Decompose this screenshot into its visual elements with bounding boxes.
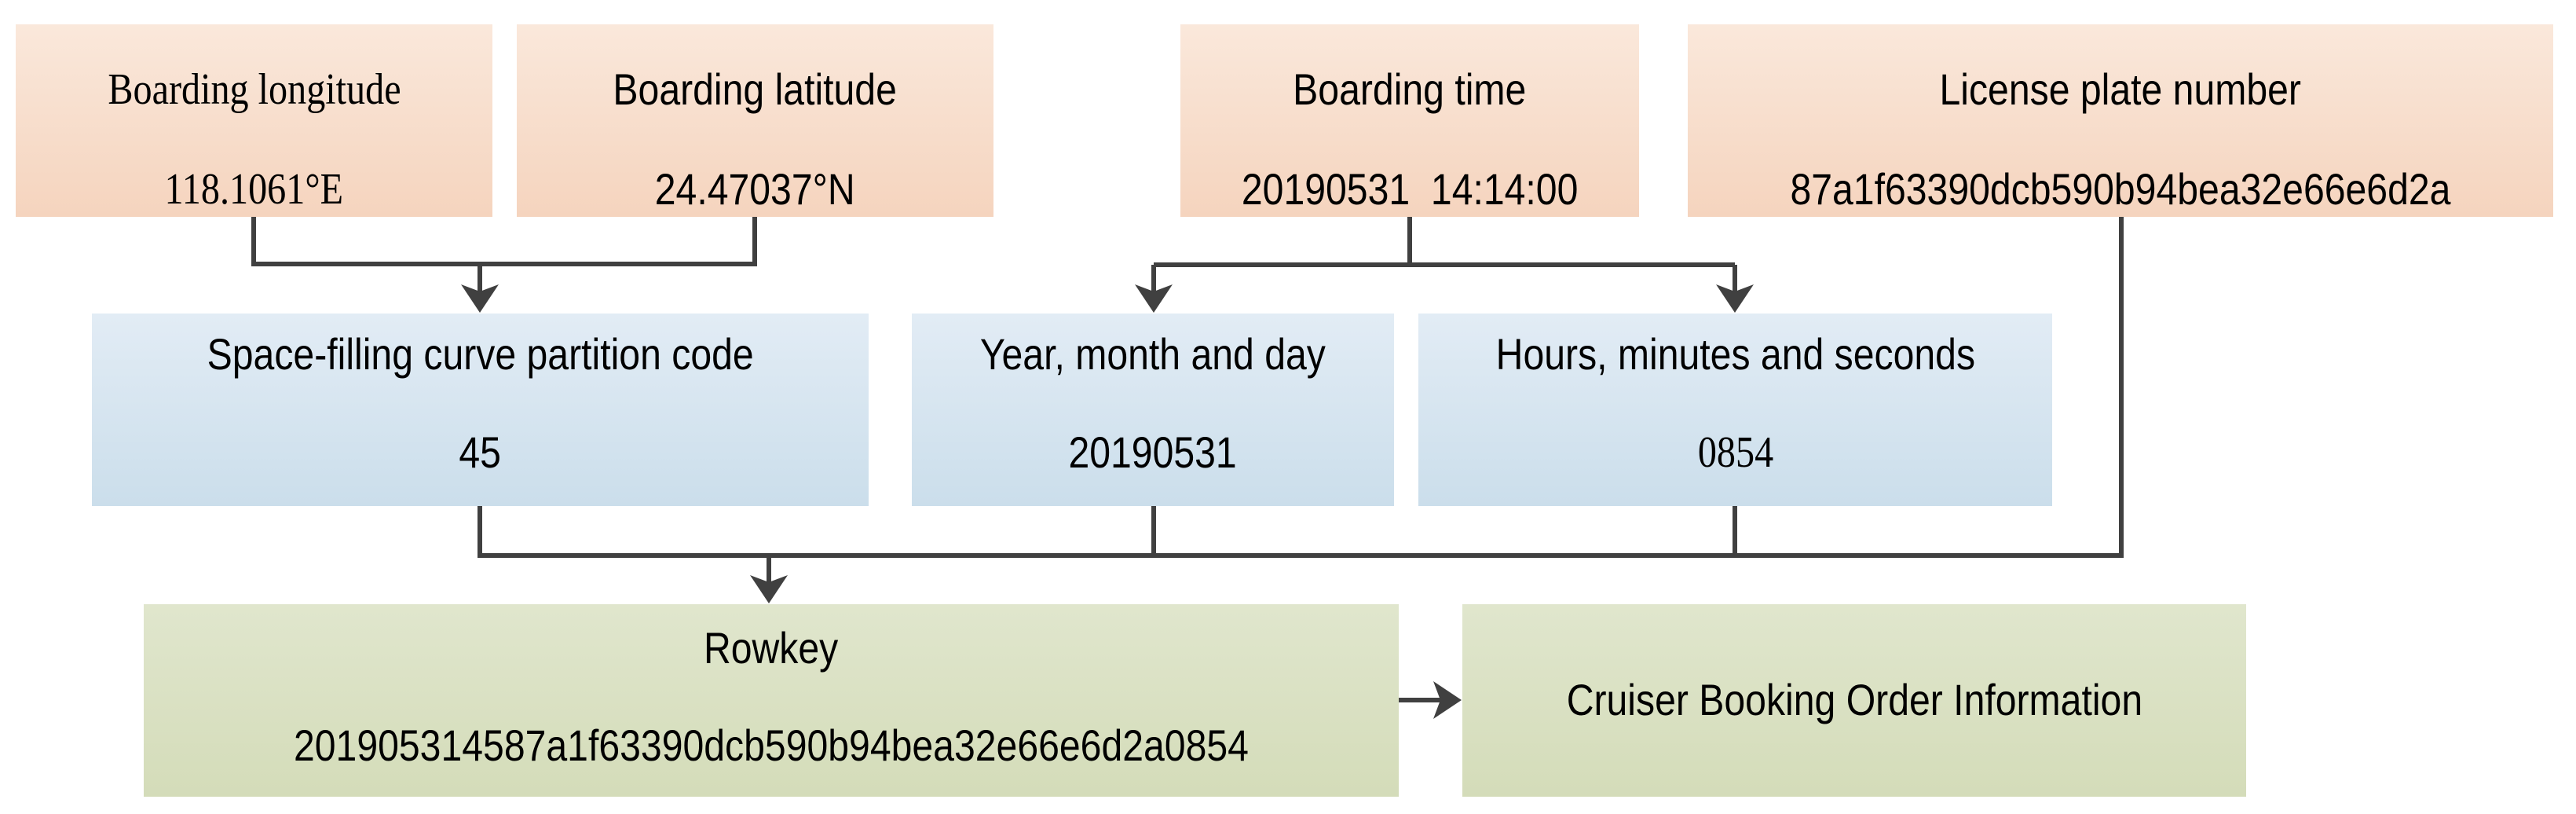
box-title: Boarding longitude	[107, 65, 401, 114]
license-plate-box: License plate number 87a1f63390dcb590b94…	[1688, 24, 2553, 217]
boarding-longitude-box: Boarding longitude 118.1061°E	[16, 24, 492, 217]
box-title: Rowkey	[704, 623, 839, 673]
box-value: 20190531	[1068, 427, 1238, 477]
boarding-time-box: Boarding time 20190531 14:14:00	[1180, 24, 1639, 217]
box-title: Boarding time	[1293, 64, 1527, 114]
merge-connector	[478, 217, 2124, 558]
box-title: Boarding latitude	[613, 64, 898, 114]
rowkey-box: Rowkey 201905314587a1f63390dcb590b94bea3…	[144, 604, 1399, 797]
box-label: Cruiser Booking Order Information	[1566, 675, 2142, 724]
box-value: 87a1f63390dcb590b94bea32e66e6d2a	[1790, 164, 2451, 214]
box-value: 45	[459, 427, 502, 477]
time-connector	[1154, 217, 1735, 267]
box-title: Space-filling curve partition code	[207, 329, 754, 379]
lon-lat-connector	[251, 217, 757, 266]
box-value: 24.47037°N	[655, 164, 855, 214]
booking-order-info-box: Cruiser Booking Order Information	[1462, 604, 2246, 797]
box-title: Year, month and day	[979, 329, 1326, 379]
year-month-day-box: Year, month and day 20190531	[912, 314, 1394, 506]
box-title: Hours, minutes and seconds	[1495, 329, 1975, 379]
box-value: 0854	[1697, 428, 1773, 477]
hours-minutes-seconds-box: Hours, minutes and seconds 0854	[1418, 314, 2052, 506]
partition-code-box: Space-filling curve partition code 45	[92, 314, 869, 506]
boarding-latitude-box: Boarding latitude 24.47037°N	[517, 24, 993, 217]
box-value: 118.1061°E	[164, 165, 344, 214]
box-value: 201905314587a1f63390dcb590b94bea32e66e6d…	[294, 720, 1249, 770]
box-value: 20190531 14:14:00	[1241, 164, 1579, 214]
box-title: License plate number	[1939, 64, 2302, 114]
